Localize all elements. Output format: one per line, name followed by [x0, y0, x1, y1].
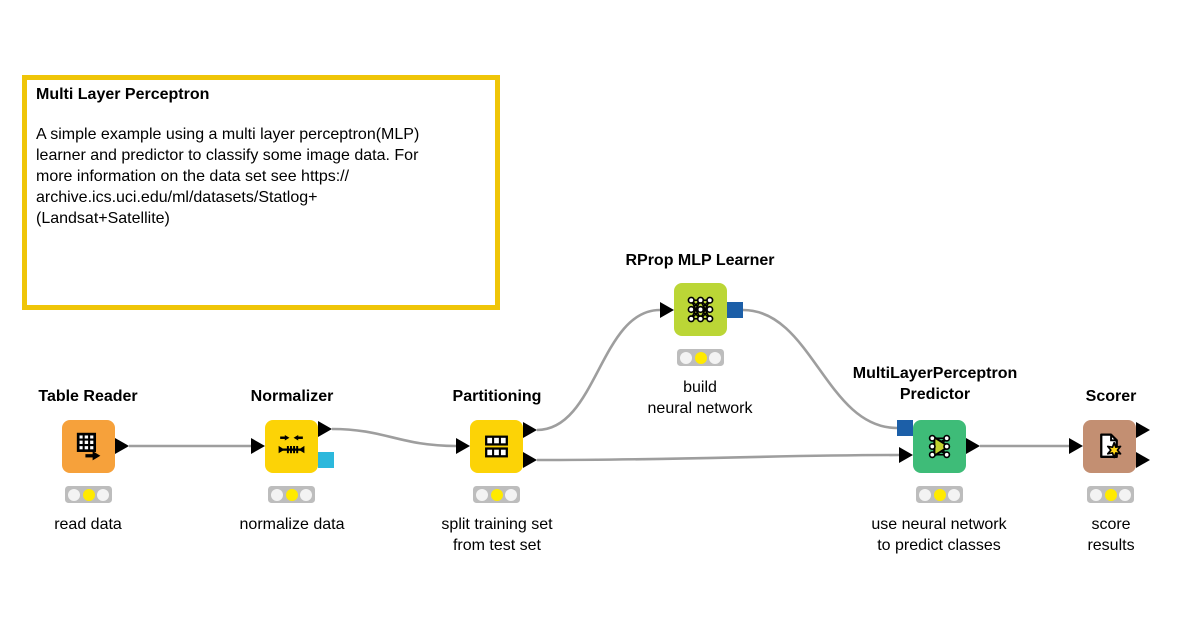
node-caption-partitioning: split training set from test set: [441, 516, 553, 554]
status-light-yellow: [490, 488, 503, 501]
port-output-model-normalizer[interactable]: [318, 452, 334, 468]
predictor-network-play-icon: [928, 434, 951, 459]
status-traffic-light: [1087, 486, 1134, 503]
wire-partitioning-to-learner[interactable]: [536, 308, 661, 432]
status-light-yellow: [82, 488, 95, 501]
status-light-yellow: [1104, 488, 1117, 501]
port-output-data-table-reader[interactable]: [115, 438, 129, 454]
status-light-red: [918, 488, 931, 501]
node-title-partitioning: Partitioning: [452, 388, 542, 405]
port-input-data-predictor[interactable]: [899, 447, 913, 463]
node-title-scorer: Scorer: [1085, 388, 1137, 405]
status-light-red: [270, 488, 283, 501]
node-title-rprop-mlp-learner: RProp MLP Learner: [625, 252, 775, 269]
document-star-icon: [1100, 433, 1122, 459]
status-traffic-light: [268, 486, 315, 503]
annotation-line: archive.ics.uci.edu/ml/datasets/Statlog+: [36, 189, 318, 206]
status-light-green: [505, 488, 518, 501]
port-output-data-normalizer[interactable]: [318, 421, 332, 437]
port-output-data-scorer-bottom[interactable]: [1136, 452, 1150, 468]
node-caption-scorer: score results: [1087, 516, 1135, 554]
node-caption-rprop-mlp-learner: build neural network: [647, 379, 753, 417]
status-light-green: [1119, 488, 1132, 501]
node-body-mlp-predictor[interactable]: [913, 420, 966, 473]
node-body-rprop-mlp-learner[interactable]: [674, 283, 727, 336]
annotation-body: A simple example using a multi layer per…: [36, 124, 486, 229]
status-light-yellow: [933, 488, 946, 501]
port-output-data-partitioning-train[interactable]: [523, 422, 537, 438]
status-traffic-light: [65, 486, 112, 503]
status-light-yellow: [694, 351, 707, 364]
wire-learner-to-predictor[interactable]: [742, 308, 898, 430]
node-caption-table-reader: read data: [54, 516, 122, 533]
node-title-mlp-predictor: MultiLayerPerceptron Predictor: [852, 365, 1018, 403]
status-traffic-light: [916, 486, 963, 503]
workflow-annotation[interactable]: Multi Layer Perceptron A simple example …: [22, 75, 500, 310]
port-input-data-scorer[interactable]: [1069, 438, 1083, 454]
status-traffic-light: [677, 349, 724, 366]
status-traffic-light: [473, 486, 520, 503]
annotation-title: Multi Layer Perceptron: [36, 86, 210, 103]
port-output-data-partitioning-test[interactable]: [523, 452, 537, 468]
wire-partitioning-to-predictor[interactable]: [536, 453, 900, 462]
table-grid-arrow-icon: [76, 432, 101, 461]
status-light-yellow: [285, 488, 298, 501]
neural-network-icon: [687, 296, 714, 323]
annotation-line: learner and predictor to classify some i…: [36, 147, 419, 164]
port-input-model-predictor[interactable]: [897, 420, 913, 436]
node-title-normalizer: Normalizer: [250, 388, 334, 405]
node-caption-mlp-predictor: use neural network to predict classes: [871, 516, 1007, 554]
split-table-icon: [485, 435, 508, 458]
annotation-line: (Landsat+Satellite): [36, 210, 170, 227]
status-light-red: [475, 488, 488, 501]
node-body-scorer[interactable]: [1083, 420, 1136, 473]
port-output-model-learner[interactable]: [727, 302, 743, 318]
status-light-green: [709, 351, 722, 364]
annotation-line: more information on the data set see htt…: [36, 168, 350, 185]
status-light-red: [679, 351, 692, 364]
port-input-data-learner[interactable]: [660, 302, 674, 318]
wire-normalizer-to-partitioning[interactable]: [331, 427, 457, 448]
port-output-data-scorer-top[interactable]: [1136, 422, 1150, 438]
node-body-normalizer[interactable]: [265, 420, 318, 473]
node-caption-normalizer: normalize data: [239, 516, 345, 533]
port-input-data-normalizer[interactable]: [251, 438, 265, 454]
node-body-table-reader[interactable]: [62, 420, 115, 473]
status-light-green: [948, 488, 961, 501]
status-light-green: [300, 488, 313, 501]
status-light-red: [1089, 488, 1102, 501]
node-title-table-reader: Table Reader: [38, 388, 138, 405]
status-light-red: [67, 488, 80, 501]
status-light-green: [97, 488, 110, 501]
node-body-partitioning[interactable]: [470, 420, 523, 473]
normalize-range-icon: [278, 434, 305, 454]
port-input-data-partitioning[interactable]: [456, 438, 470, 454]
annotation-line: A simple example using a multi layer per…: [36, 126, 420, 143]
port-output-data-predictor[interactable]: [966, 438, 980, 454]
